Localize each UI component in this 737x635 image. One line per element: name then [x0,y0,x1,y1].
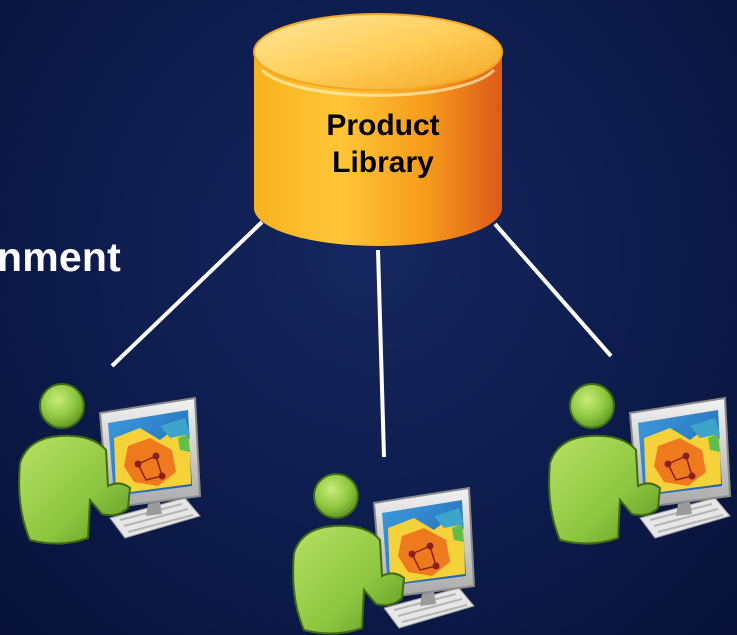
connector-left [110,220,264,368]
user-workstation-icon [292,473,475,635]
connector-center [376,249,386,458]
database-label: Product Library [298,107,468,181]
connector-right [493,222,613,358]
database-label-line2: Library [332,146,434,179]
partial-heading-text: nment [0,234,121,280]
database-icon [253,13,503,246]
user-workstation-icon [548,383,731,545]
database-label-line1: Product [326,109,440,142]
user-workstation-icon [18,383,201,545]
